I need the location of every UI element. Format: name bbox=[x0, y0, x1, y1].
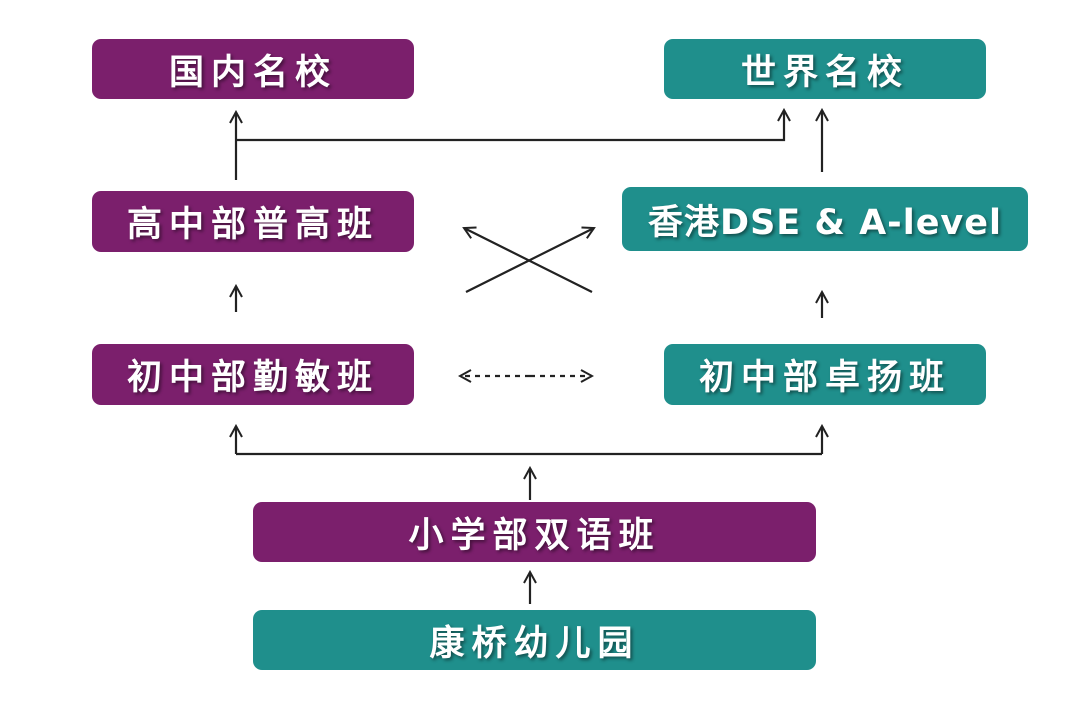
node-hk-dse-alevel: 香港DSE & A-level bbox=[622, 187, 1028, 251]
node-label: 高中部普高班 bbox=[126, 205, 379, 245]
node-label: 香港DSE & A-level bbox=[648, 202, 1002, 243]
node-label: 康桥幼儿园 bbox=[429, 623, 640, 664]
node-primary-bilingual: 小学部双语班 bbox=[253, 502, 816, 562]
node-label: 初中部勤敏班 bbox=[126, 358, 379, 398]
node-label: 小学部双语班 bbox=[408, 515, 661, 556]
node-junior-high-zhuoyang: 初中部卓扬班 bbox=[664, 344, 986, 405]
node-domestic-universities: 国内名校 bbox=[92, 39, 414, 99]
node-junior-high-qinmin: 初中部勤敏班 bbox=[92, 344, 414, 405]
node-label: 初中部卓扬班 bbox=[698, 358, 951, 398]
node-label: 世界名校 bbox=[740, 52, 909, 93]
node-world-universities: 世界名校 bbox=[664, 39, 986, 99]
line-branch-to-world bbox=[236, 110, 784, 142]
node-kindergarten: 康桥幼儿园 bbox=[253, 610, 816, 670]
cross-arrow-to-dse bbox=[465, 228, 594, 293]
node-label: 国内名校 bbox=[168, 52, 337, 93]
node-senior-high-general: 高中部普高班 bbox=[92, 191, 414, 252]
